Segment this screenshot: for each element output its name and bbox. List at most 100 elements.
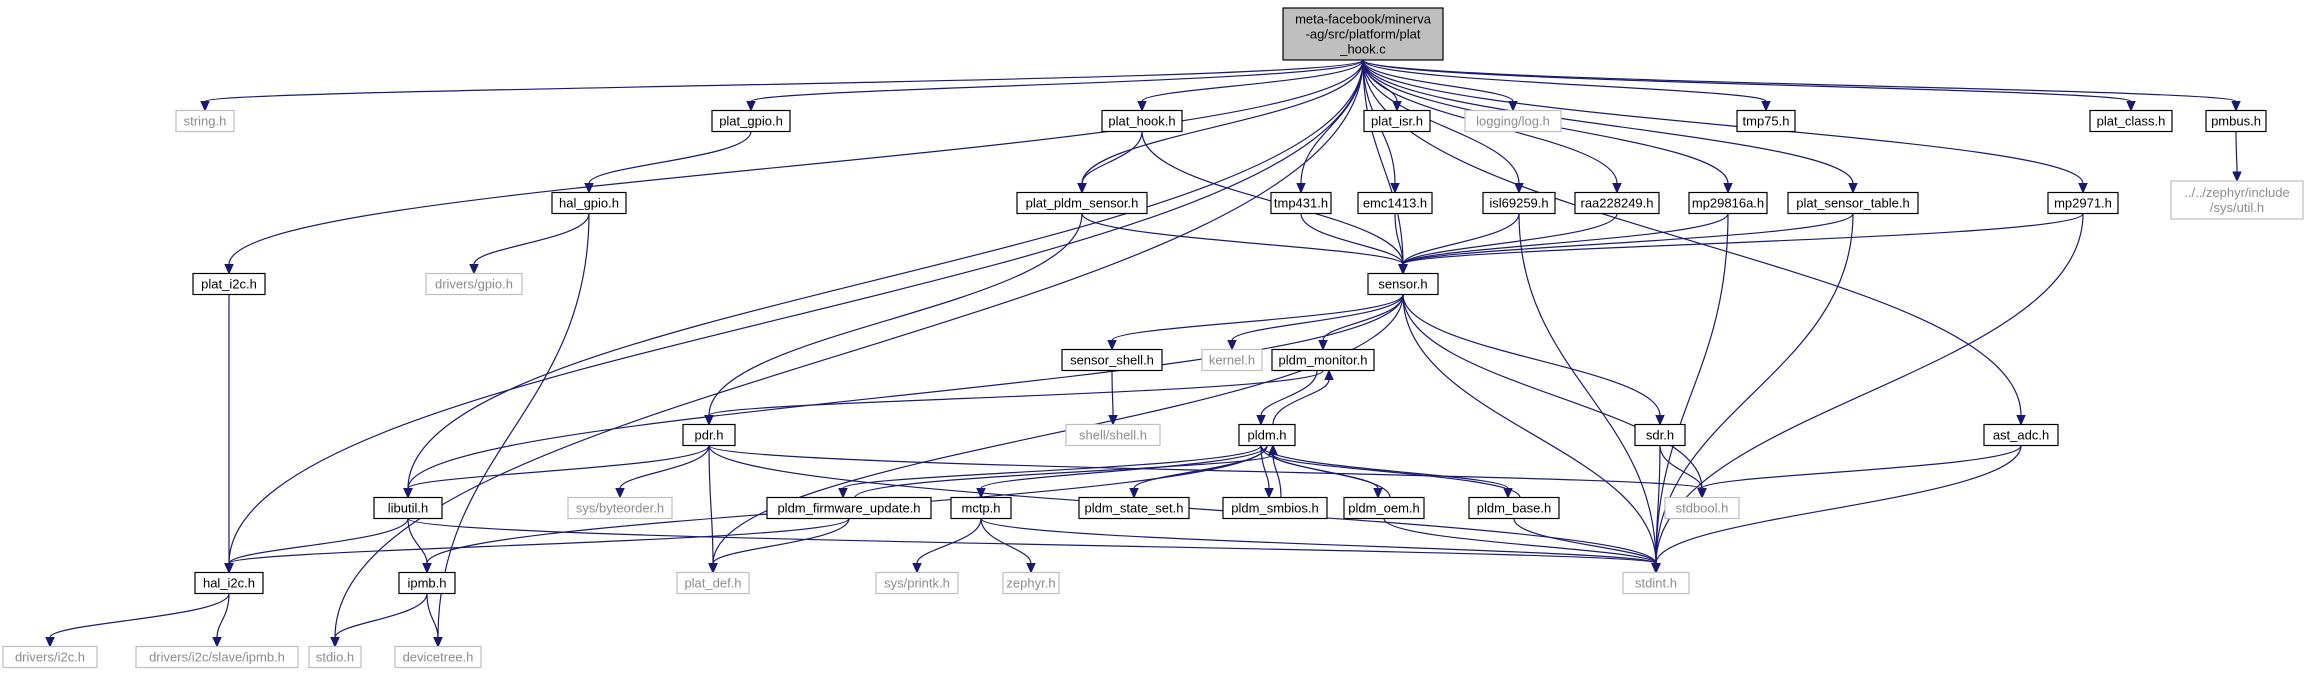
- node-label: drivers/gpio.h: [435, 277, 513, 292]
- edge-pldm_h-to-pldm_monitor_h: [1272, 369, 1334, 425]
- node-stdio-h[interactable]: stdio.h: [308, 645, 362, 669]
- node-sys-printk-h[interactable]: sys/printk.h: [875, 571, 959, 595]
- node-label: drivers/i2c/slave/ipmb.h: [149, 650, 285, 665]
- node-mp29816a-h[interactable]: mp29816a.h: [1688, 191, 1768, 215]
- node-pldm-h[interactable]: pldm.h: [1238, 423, 1296, 447]
- edge-pldm_h-to-pldm_firmware_update_h: [838, 444, 1262, 499]
- node-plat-class-h[interactable]: plat_class.h: [2089, 109, 2173, 133]
- node-tmp75-h[interactable]: tmp75.h: [1736, 109, 1796, 133]
- edge-pldm_oem_h-to-pldm_h: [1268, 444, 1391, 498]
- node-pdr-h[interactable]: pdr.h: [682, 423, 736, 447]
- node-hal-gpio-h[interactable]: hal_gpio.h: [551, 191, 627, 215]
- node-pldm-state-set-h[interactable]: pldm_state_set.h: [1078, 496, 1190, 520]
- node-libutil-h[interactable]: libutil.h: [373, 496, 443, 520]
- node-pldm-smbios-h[interactable]: pldm_smbios.h: [1222, 496, 1328, 520]
- node-kernel-h[interactable]: kernel.h: [1201, 348, 1263, 372]
- node-plat-i2c-h[interactable]: plat_i2c.h: [192, 272, 266, 296]
- node-label: /sys/util.h: [2210, 200, 2264, 215]
- node-plat-pldm-sensor-h[interactable]: plat_pldm_sensor.h: [1016, 191, 1148, 215]
- edge-pldm_h-to-pldm_oem_h: [1260, 445, 1383, 499]
- edge-sensor_h-to-sensor_shell_h: [1107, 294, 1404, 351]
- edge-root-to-logging_log_h: [1362, 59, 1518, 112]
- edge-ipmb_h-to-devicetree_h: [426, 593, 443, 648]
- node-zephyr-util-h[interactable]: ../../zephyr/include/sys/util.h: [2170, 180, 2304, 220]
- node-sys-byteorder-h[interactable]: sys/byteorder.h: [567, 496, 673, 520]
- edge-pldm_firmware_update_h-to-hal_i2c_h: [224, 517, 850, 574]
- node-ipmb-h[interactable]: ipmb.h: [398, 571, 456, 595]
- edge-raa228249_h-to-sensor_h: [1398, 213, 1618, 275]
- node-plat-sensor-table-h[interactable]: plat_sensor_table.h: [1787, 191, 1919, 215]
- node-plat-isr-h[interactable]: plat_isr.h: [1363, 109, 1431, 133]
- node-drivers-gpio-h[interactable]: drivers/gpio.h: [425, 272, 523, 296]
- edge-pldm_firmware_update_h-to-plat_def_h: [708, 518, 850, 574]
- node-isl69259-h[interactable]: isl69259.h: [1482, 191, 1556, 215]
- node-plat-hook-h[interactable]: plat_hook.h: [1101, 109, 1183, 133]
- node-zephyr-h[interactable]: zephyr.h: [1002, 571, 1060, 595]
- edge-pdr_h-to-plat_def_h: [708, 445, 718, 574]
- node-label: stdbool.h: [1676, 501, 1729, 516]
- node-sensor-shell-h[interactable]: sensor_shell.h: [1061, 348, 1163, 372]
- edge-pldm_h-to-pldm_smbios_h: [1260, 445, 1274, 499]
- node-plat-gpio-h[interactable]: plat_gpio.h: [711, 109, 791, 133]
- node-pldm-base-h[interactable]: pldm_base.h: [1468, 496, 1560, 520]
- edge-pdr_h-to-stdbool_h: [708, 444, 1707, 499]
- node-ast-adc-h[interactable]: ast_adc.h: [1983, 423, 2059, 447]
- node-sensor-h[interactable]: sensor.h: [1367, 272, 1439, 296]
- edge-plat_pldm_sensor_h-to-pdr_h: [704, 213, 1083, 426]
- node-label: pldm.h: [1247, 428, 1286, 443]
- node-stdbool-h[interactable]: stdbool.h: [1664, 496, 1740, 520]
- node-label: pldm_base.h: [1477, 501, 1551, 516]
- edge-libutil_h-to-stdint_h: [407, 517, 1661, 574]
- edge-ast_adc_h-to-stdbool_h: [1697, 445, 2022, 499]
- edge-pdr_h-to-sys_byteorder_h: [615, 445, 710, 499]
- node-pmbus-h[interactable]: pmbus.h: [2205, 109, 2267, 133]
- edge-pldm_base_h-to-pldm_h: [1268, 444, 1521, 498]
- node-devicetree-h[interactable]: devicetree.h: [394, 645, 482, 669]
- node-plat-def-h[interactable]: plat_def.h: [676, 571, 750, 595]
- node-label: sys/printk.h: [884, 576, 950, 591]
- node-mctp-h[interactable]: mctp.h: [950, 496, 1012, 520]
- node-hal-i2c-h[interactable]: hal_i2c.h: [194, 571, 264, 595]
- node-pldm-oem-h[interactable]: pldm_oem.h: [1343, 496, 1425, 520]
- node-label: tmp75.h: [1743, 114, 1790, 129]
- node-label: pdr.h: [695, 428, 724, 443]
- node-string-h[interactable]: string.h: [175, 109, 235, 133]
- node-mp2971-h[interactable]: mp2971.h: [2047, 191, 2119, 215]
- node-label: pmbus.h: [2211, 114, 2261, 129]
- node-emc1413-h[interactable]: emc1413.h: [1357, 191, 1433, 215]
- edge-mctp_h-to-sys_printk_h: [912, 518, 982, 574]
- node-drivers-i2c-h[interactable]: drivers/i2c.h: [2, 645, 98, 669]
- node-shell-shell-h[interactable]: shell/shell.h: [1065, 423, 1161, 447]
- node-pldm-firmware-update-h[interactable]: pldm_firmware_update.h: [766, 496, 932, 520]
- edge-sensor_h-to-plat_def_h: [708, 294, 1404, 574]
- edge-plat_hook_h-to-plat_pldm_sensor_h: [1077, 131, 1143, 194]
- node-raa228249-h[interactable]: raa228249.h: [1574, 191, 1660, 215]
- node-label: plat_pldm_sensor.h: [1026, 196, 1139, 211]
- node-label: plat_gpio.h: [719, 114, 783, 129]
- node-label: sdr.h: [1646, 428, 1674, 443]
- node-label: plat_class.h: [2097, 114, 2166, 129]
- node-sdr-h[interactable]: sdr.h: [1634, 423, 1686, 447]
- node-label: drivers/i2c.h: [15, 650, 85, 665]
- node-label: mctp.h: [961, 501, 1000, 516]
- node-label: meta-facebook/minerva: [1295, 12, 1432, 27]
- node-label: hal_gpio.h: [559, 196, 619, 211]
- node-label: ../../zephyr/include: [2184, 185, 2290, 200]
- node-label: plat_sensor_table.h: [1796, 196, 1909, 211]
- edge-sensor_h-to-sdr_h: [1402, 294, 1665, 426]
- node-pldm-monitor-h[interactable]: pldm_monitor.h: [1271, 348, 1375, 372]
- node-label: devicetree.h: [403, 650, 474, 665]
- edge-root-to-pmbus_h: [1362, 59, 2241, 112]
- node-label: stdio.h: [316, 650, 354, 665]
- edge-root-to-plat_gpio_h: [746, 59, 1364, 112]
- edge-ipmb_h-to-stdio_h: [330, 593, 428, 648]
- node-drivers-i2c-slave-ipmb-h[interactable]: drivers/i2c/slave/ipmb.h: [135, 645, 299, 669]
- node-logging-log-h[interactable]: logging/log.h: [1464, 109, 1562, 133]
- node-label: pldm_oem.h: [1348, 501, 1420, 516]
- edge-plat_gpio_h-to-hal_gpio_h: [584, 131, 752, 194]
- node-tmp431-h[interactable]: tmp431.h: [1270, 191, 1332, 215]
- node-label: mp29816a.h: [1692, 196, 1764, 211]
- node-root[interactable]: meta-facebook/minerva-ag/src/platform/pl…: [1282, 7, 1444, 61]
- node-stdint-h[interactable]: stdint.h: [1622, 571, 1690, 595]
